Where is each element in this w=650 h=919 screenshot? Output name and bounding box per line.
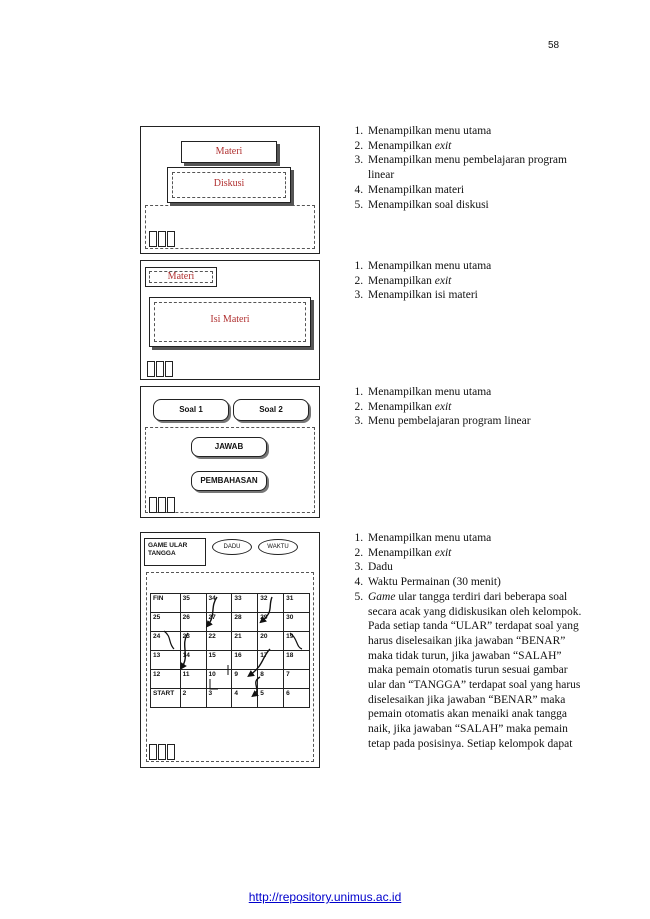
materi-button[interactable]: Materi [145,267,217,287]
ladder-icon [209,679,218,690]
list-item: Menu pembelajaran program linear [366,414,586,429]
list-item: Menampilkan exit [366,274,576,289]
list-item: Waktu Permainan (30 menit) [366,575,584,590]
pembahasan-button[interactable]: PEMBAHASAN [191,471,267,491]
snake-icon [163,630,175,650]
snake-icon [205,596,218,628]
panel-1-screen: Materi Diskusi [140,126,320,254]
panel-4-description: Menampilkan menu utama Menampilkan exit … [344,531,584,752]
materi-button[interactable]: Materi [181,141,277,163]
nav-icon[interactable] [165,361,173,377]
nav-icon[interactable] [158,744,166,760]
isi-materi-box: Isi Materi [149,297,311,347]
materi-label: Materi [215,146,243,157]
panel-4-frame [146,572,314,762]
isi-materi-label: Isi Materi [210,314,250,325]
materi-label: Materi [167,271,195,282]
nav-icon[interactable] [156,361,164,377]
panel-2-screen: Materi Isi Materi [140,260,320,380]
list-item: Menampilkan isi materi [366,288,576,303]
diskusi-label: Diskusi [213,178,245,189]
snake-ladder-arrows [163,596,303,698]
waktu-display: WAKTU [258,539,298,555]
nav-icon[interactable] [158,497,166,513]
board-cell: 18 [283,650,310,670]
jawab-button[interactable]: JAWAB [191,437,267,457]
list-item: Menampilkan menu utama [366,531,584,546]
list-item: Game ular tangga terdiri dari beberapa s… [366,590,584,752]
nav-icon[interactable] [167,231,175,247]
panel-1-description: Menampilkan menu utama Menampilkan exit … [344,124,576,212]
dadu-button[interactable]: DADU [212,539,252,555]
panel-1-frame [145,205,315,249]
list-item: Dadu [366,560,584,575]
snake-icon [259,596,273,624]
list-item: Menampilkan soal diskusi [366,198,576,213]
snake-icon [289,632,303,650]
nav-icon[interactable] [147,361,155,377]
list-item: Menampilkan menu utama [366,385,586,400]
board-cell: 6 [283,688,310,708]
snake-icon [247,648,271,678]
nav-icon[interactable] [167,497,175,513]
ladder-icon [251,676,261,698]
footer-link[interactable]: http://repository.unimus.ac.id [248,890,402,904]
panel-3-frame [145,427,315,513]
list-item: Menampilkan exit [366,400,586,415]
nav-icon[interactable] [167,744,175,760]
board-cell: 5 [257,688,285,708]
nav-icon[interactable] [149,744,157,760]
soal-1-button[interactable]: Soal 1 [153,399,229,421]
diskusi-button[interactable]: Diskusi [167,167,291,203]
list-item: Menampilkan exit [366,139,576,154]
soal-2-button[interactable]: Soal 2 [233,399,309,421]
nav-icon[interactable] [149,231,157,247]
nav-icon[interactable] [158,231,166,247]
snake-icon [180,632,189,670]
game-title: GAME ULAR TANGGA [148,542,188,557]
game-title-box: GAME ULAR TANGGA [144,538,206,566]
list-item: Menampilkan materi [366,183,576,198]
nav-icon[interactable] [149,497,157,513]
list-item: Menampilkan exit [366,546,584,561]
board-cell: 3 [205,688,233,708]
list-item: Menampilkan menu pembelajaran program li… [366,153,576,182]
board-cell: START [150,688,181,708]
panel-3-description: Menampilkan menu utama Menampilkan exit … [344,385,586,429]
list-item: Menampilkan menu utama [366,259,576,274]
page-number: 58 [548,40,560,51]
list-item: Menampilkan menu utama [366,124,576,139]
panel-2-description: Menampilkan menu utama Menampilkan exit … [344,259,576,303]
board-cell: 2 [179,688,207,708]
panel-3-screen: Soal 1 Soal 2 JAWAB PEMBAHASAN [140,386,320,518]
